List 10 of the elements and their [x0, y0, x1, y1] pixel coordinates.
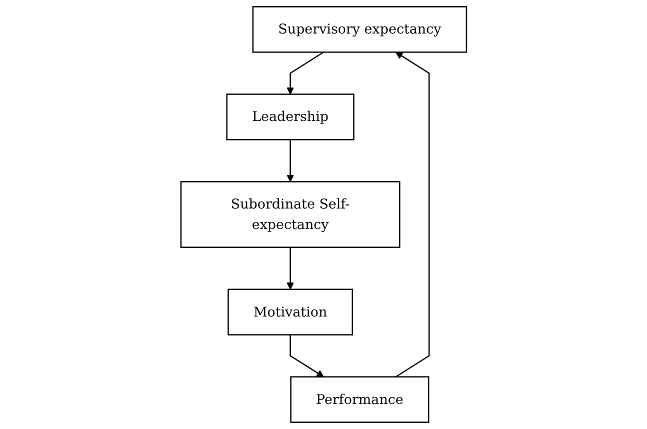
- node-box: Performance: [290, 376, 430, 423]
- arrow: [395, 52, 430, 378]
- arrow: [286, 247, 294, 290]
- arrow: [289, 334, 324, 378]
- node-box: Leadership: [226, 94, 354, 140]
- arrow: [286, 140, 294, 182]
- node-box: Motivation: [227, 288, 353, 336]
- arrow: [286, 52, 324, 95]
- node-box: Supervisory expectancy: [252, 6, 467, 53]
- node-box: Subordinate Self-expectancy: [180, 181, 400, 248]
